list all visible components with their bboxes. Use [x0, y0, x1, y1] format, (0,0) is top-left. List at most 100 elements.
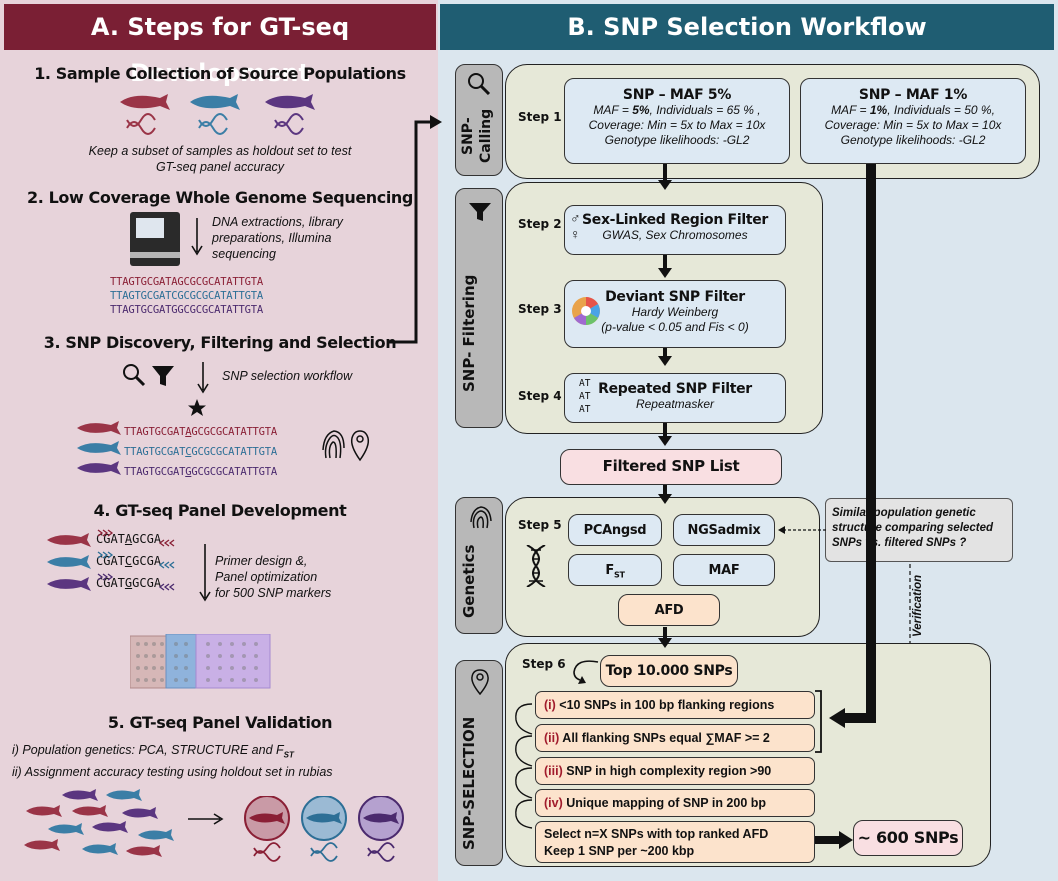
criteria-item-1: (i) <10 SNPs in 100 bp flanking regions [535, 691, 815, 719]
deviant-sub1: Hardy Weinberg [631, 305, 719, 319]
down-arrow-icon [191, 218, 203, 256]
step1-note-line2: GT-seq panel accuracy [155, 160, 285, 174]
step4-note-line3: for 500 SNP markers [215, 586, 332, 600]
curved-arrow-icon [573, 660, 599, 684]
location-pin-icon [350, 430, 370, 462]
criteria-item-4: (iv) Unique mapping of SNP in 200 bp [535, 789, 815, 817]
dna-icon [526, 545, 546, 587]
primer-arrows-icon [97, 529, 175, 591]
gender-symbols-icon: ♂♀ [570, 210, 581, 242]
dna-icon [126, 113, 156, 135]
final-selection-line2: Keep 1 SNP per ~200 kbp [544, 844, 695, 858]
maf5-title: SNP – MAF 5% [622, 87, 732, 103]
red-fish-icon [77, 421, 121, 435]
sequencer-screen [136, 218, 164, 238]
step4-note: Primer design &, Panel optimization for … [215, 553, 425, 601]
snp-highlight: C [185, 446, 192, 458]
purple-fish-icon [77, 461, 121, 475]
maf1-line3: Genotype likelihoods: -GL2 [840, 133, 986, 147]
loop-arrows-icon [515, 703, 533, 829]
red-fish-icon [120, 94, 170, 110]
red-fish-icon [47, 533, 91, 547]
step4-note-line1: Primer design &, [215, 554, 308, 568]
snp-highlight: C [124, 554, 133, 568]
deviant-title: Deviant SNP Filter [605, 289, 745, 305]
purple-fish-circle-icon [358, 796, 404, 862]
sequence-line: TTAGTGCGATGGCGCGCATATTGTA [124, 466, 278, 478]
sequencer-icon [130, 212, 180, 266]
search-icon [123, 364, 146, 387]
blue-fish-icon [190, 94, 240, 110]
sequence-line: TTAGTGCGATGGCGCGCATATTGTA [110, 304, 264, 316]
selection-tab: SNP-SELECTION [455, 660, 503, 866]
maf1-line1: MAF = 1%, Individuals = 50 %, [831, 103, 995, 117]
step4-note-line2: Panel optimization [215, 570, 318, 584]
panel-a-header: A. Steps for GT-seq Development [4, 4, 436, 87]
step2-sequences: TTAGTGCGATAGCGCGCATATTGTA TTAGTGCGATCGCG… [110, 275, 263, 317]
dashed-arrow [778, 526, 826, 534]
verification-note: Similar population genetic structure com… [825, 498, 1013, 562]
criteria-item-2: (ii) All flanking SNPs equal ∑MAF >= 2 [535, 724, 815, 752]
blue-fish-circle-icon [301, 796, 347, 862]
right-arrow-icon [815, 831, 853, 849]
calling-tab: SNP- Calling [455, 64, 503, 176]
maf1-flow-arrow [829, 164, 876, 728]
calling-tab-label: SNP- Calling [460, 108, 494, 164]
sex-linked-filter-box: Sex-Linked Region Filter GWAS, Sex Chrom… [564, 205, 786, 255]
filtered-snp-list-label: Filtered SNP List [602, 457, 740, 475]
step2-note-line1: DNA extractions, library [212, 215, 343, 229]
color-wheel-icon [572, 297, 600, 325]
dna-icon [274, 113, 304, 135]
down-arrow-icon [199, 544, 211, 602]
ngsadmix-label: NGSadmix [687, 523, 761, 538]
fst-label: FST [605, 563, 625, 580]
step2-note-line3: sequencing [212, 247, 276, 261]
step5-line1: i) Population genetics: PCA, STRUCTURE a… [12, 743, 294, 760]
location-pin-icon [471, 669, 489, 695]
maf5-line1: MAF = 5%, Individuals = 65 % , [593, 103, 761, 117]
step3-sequences: TTAGTGCGATAGCGCGCATATTGTA TTAGTGCGATCGCG… [124, 422, 277, 482]
dna-icon [198, 113, 228, 135]
top-snps-label: Top 10.000 SNPs [605, 663, 733, 679]
red-fish-circle-icon [244, 796, 290, 862]
afd-label: AFD [654, 603, 684, 618]
blue-fish-icon [77, 441, 121, 455]
sequence-line: TTAGTGCGATAGCGCGCATATTGTA [110, 276, 264, 288]
sequence-line: TTAGTGCGATAGCGCGCATATTGTA [124, 426, 278, 438]
final-selection-box: Select n=X SNPs with top ranked AFD Keep… [535, 821, 815, 863]
repeated-title: Repeated SNP Filter [598, 381, 752, 397]
filtering-tab-label: SNP- Filtering [460, 274, 478, 392]
sex-linked-title: Sex-Linked Region Filter [581, 212, 769, 228]
step1-label: Step 1 [518, 110, 562, 124]
assignment-circles [244, 796, 404, 862]
step5-notes: i) Population genetics: PCA, STRUCTURE a… [12, 742, 432, 780]
purple-fish-icon [265, 94, 315, 110]
snp-highlight: G [185, 466, 192, 478]
pcangsd-box: PCAngsd [568, 514, 662, 546]
fst-box: FST [568, 554, 662, 586]
step6-label: Step 6 [522, 657, 566, 671]
top-snps-box: Top 10.000 SNPs [600, 655, 738, 687]
search-icon [468, 73, 491, 95]
plate-icon [130, 634, 271, 689]
down-arrow-icon [197, 362, 209, 394]
sequence-line: TTAGTGCGATCGCGCGCATATTGTA [124, 446, 278, 458]
step2-note: DNA extractions, library preparations, I… [212, 214, 412, 262]
snp-highlight: A [185, 426, 192, 438]
step2-note-line2: preparations, Illumina [212, 231, 332, 245]
genetics-tab-label: Genetics [460, 544, 478, 618]
filter-icon [152, 366, 174, 386]
verification-label: Verification [912, 574, 924, 638]
step5-title: 5. GT-seq Panel Validation [107, 713, 333, 732]
filter-icon [469, 203, 491, 221]
sex-linked-sub: GWAS, Sex Chromosomes [602, 228, 748, 242]
repeated-sub: Repeatmasker [635, 397, 715, 411]
deviant-snp-filter-box: Deviant SNP Filter Hardy Weinberg (p-val… [564, 280, 786, 348]
panel-a-background [0, 0, 438, 881]
step3-label: Step 3 [518, 302, 562, 316]
filtering-tab: SNP- Filtering [455, 188, 503, 428]
snp-highlight: A [124, 532, 133, 546]
maf5-box: SNP – MAF 5% MAF = 5%, Individuals = 65 … [564, 78, 790, 164]
